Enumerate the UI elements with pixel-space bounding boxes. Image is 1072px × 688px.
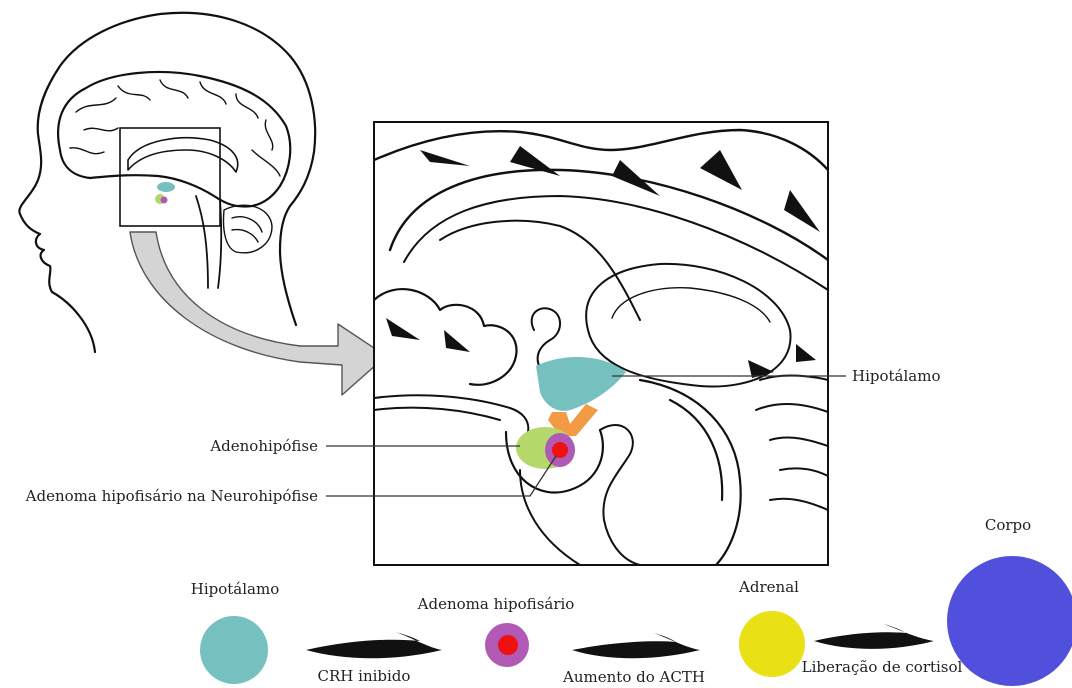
- flow-node-adenoma-core: [498, 635, 518, 655]
- zoom-frame: [374, 122, 828, 565]
- flow-arrow-label-acth: Aumento do ACTH: [562, 668, 705, 686]
- flow-arrow-label-cortisol: Liberação de cortisol: [802, 658, 963, 676]
- flow-node-label-hypothalamus: Hipotálamo: [191, 580, 279, 598]
- flow-node-label-body: Corpo: [985, 516, 1031, 534]
- flow-arrow-label-crh: CRH inibido: [318, 667, 411, 685]
- flow-node-body: [947, 556, 1072, 686]
- corpus-callosum: [128, 138, 238, 172]
- flow-arrow-cortisol: [814, 624, 934, 649]
- flow-node-hypothalamus: [200, 616, 268, 684]
- label-adenoma-neuro: Adenoma hipofisário na Neurohipófise: [25, 487, 318, 505]
- flow-node-label-adenoma: Adenoma hipofisário: [417, 595, 575, 613]
- flow-arrow-crh: [306, 632, 442, 658]
- flow-arrow-acth: [572, 633, 700, 658]
- flow-node-adrenal: [739, 611, 805, 677]
- zoom-detail: [374, 122, 828, 565]
- zoom-arrow: [130, 232, 386, 395]
- label-hypothalamus: Hipotálamo: [852, 367, 940, 385]
- label-adenohypophysis: Adenohipófise: [209, 437, 318, 455]
- cerebellum: [224, 205, 273, 253]
- brainstem: [196, 196, 221, 288]
- mini-adenoma: [161, 197, 168, 204]
- mini-hypothalamus: [157, 182, 175, 192]
- flow-node-label-adrenal: Adrenal: [738, 578, 799, 596]
- zoom-adenoma-core: [552, 442, 568, 458]
